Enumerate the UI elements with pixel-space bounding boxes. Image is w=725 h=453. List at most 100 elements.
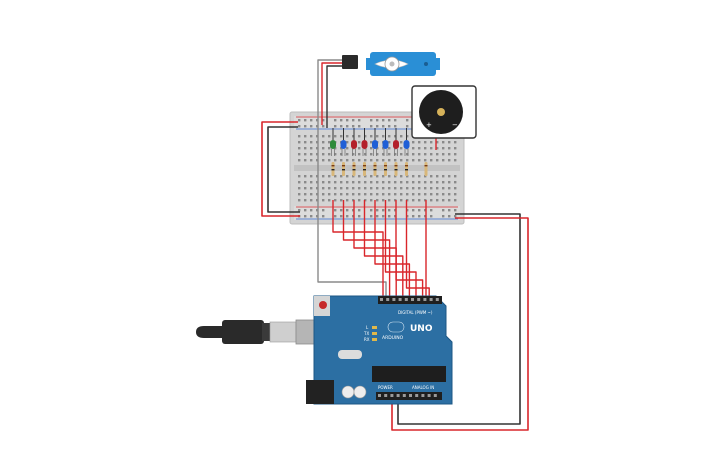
breadboard-hole bbox=[298, 119, 301, 122]
breadboard-hole bbox=[358, 125, 361, 128]
breadboard-hole bbox=[376, 209, 379, 212]
breadboard-hole bbox=[394, 215, 397, 218]
breadboard-hole bbox=[304, 153, 307, 156]
breadboard-hole bbox=[382, 175, 385, 178]
header-pin bbox=[390, 394, 394, 397]
breadboard-hole bbox=[340, 187, 343, 190]
breadboard-hole bbox=[430, 141, 433, 144]
breadboard-hole bbox=[364, 187, 367, 190]
breadboard-hole bbox=[400, 135, 403, 138]
breadboard-hole bbox=[442, 153, 445, 156]
breadboard-hole bbox=[418, 181, 421, 184]
breadboard-hole bbox=[388, 209, 391, 212]
breadboard-hole bbox=[382, 215, 385, 218]
breadboard-hole bbox=[322, 215, 325, 218]
breadboard-hole bbox=[340, 193, 343, 196]
breadboard-hole bbox=[370, 141, 373, 144]
breadboard-hole bbox=[346, 125, 349, 128]
breadboard-hole bbox=[352, 159, 355, 162]
breadboard-hole bbox=[364, 135, 367, 138]
breadboard-hole bbox=[454, 141, 457, 144]
breadboard-hole bbox=[370, 153, 373, 156]
breadboard-hole bbox=[382, 125, 385, 128]
breadboard-hole bbox=[418, 187, 421, 190]
breadboard-hole bbox=[304, 147, 307, 150]
breadboard-hole bbox=[418, 175, 421, 178]
breadboard-hole bbox=[334, 215, 337, 218]
arduino-uno-board[interactable]: L TX RX UNO ARDUINO DIGITAL (PWM ~) POWE… bbox=[306, 295, 453, 405]
breadboard-hole bbox=[382, 199, 385, 202]
breadboard-hole bbox=[406, 125, 409, 128]
led-array[interactable] bbox=[330, 128, 410, 156]
breadboard-hole bbox=[298, 141, 301, 144]
breadboard-hole bbox=[400, 187, 403, 190]
breadboard-hole bbox=[394, 119, 397, 122]
header-pin bbox=[396, 394, 400, 397]
breadboard-hole bbox=[448, 159, 451, 162]
reset-button[interactable] bbox=[319, 301, 327, 309]
breadboard-hole bbox=[442, 187, 445, 190]
breadboard-hole bbox=[352, 209, 355, 212]
breadboard-hole bbox=[346, 193, 349, 196]
header-pin bbox=[421, 394, 425, 397]
breadboard-hole bbox=[436, 181, 439, 184]
resistor-band bbox=[352, 165, 356, 167]
breadboard-hole bbox=[328, 187, 331, 190]
breadboard-hole bbox=[298, 135, 301, 138]
breadboard-hole bbox=[358, 193, 361, 196]
breadboard-hole bbox=[454, 199, 457, 202]
header-pin bbox=[429, 298, 433, 301]
breadboard-hole bbox=[328, 135, 331, 138]
header-pin bbox=[435, 298, 439, 301]
breadboard-hole bbox=[322, 199, 325, 202]
breadboard-hole bbox=[310, 215, 313, 218]
wire-led-to-pin bbox=[374, 200, 411, 300]
servo-motor[interactable] bbox=[342, 52, 440, 76]
header-pin bbox=[398, 298, 402, 301]
breadboard-hole bbox=[316, 135, 319, 138]
breadboard-hole bbox=[442, 199, 445, 202]
breadboard-hole bbox=[406, 175, 409, 178]
breadboard-hole bbox=[316, 141, 319, 144]
breadboard-hole bbox=[376, 159, 379, 162]
breadboard-hole bbox=[376, 147, 379, 150]
breadboard-hole bbox=[322, 153, 325, 156]
breadboard-hole bbox=[322, 141, 325, 144]
led bbox=[340, 140, 347, 149]
breadboard-hole bbox=[322, 119, 325, 122]
breadboard-hole bbox=[298, 199, 301, 202]
resistor-band bbox=[342, 169, 345, 171]
breadboard-hole bbox=[346, 215, 349, 218]
breadboard-hole bbox=[436, 187, 439, 190]
breadboard-hole bbox=[358, 159, 361, 162]
breadboard-hole bbox=[346, 141, 349, 144]
header-pin bbox=[423, 298, 427, 301]
breadboard-hole bbox=[340, 135, 343, 138]
arduino-label-rx: RX bbox=[364, 337, 370, 342]
breadboard-hole bbox=[388, 187, 391, 190]
breadboard-hole bbox=[448, 141, 451, 144]
breadboard-hole bbox=[412, 209, 415, 212]
breadboard-hole bbox=[334, 159, 337, 162]
breadboard-hole bbox=[304, 141, 307, 144]
breadboard-hole bbox=[370, 193, 373, 196]
breadboard-hole bbox=[370, 199, 373, 202]
breadboard-hole bbox=[364, 181, 367, 184]
wire-red-left bbox=[261, 121, 300, 217]
breadboard-hole bbox=[322, 135, 325, 138]
piezo-buzzer[interactable]: + − bbox=[411, 85, 477, 139]
breadboard-hole bbox=[316, 159, 319, 162]
breadboard-hole bbox=[442, 147, 445, 150]
breadboard-hole bbox=[394, 193, 397, 196]
breadboard-hole bbox=[334, 181, 337, 184]
breadboard-hole bbox=[358, 135, 361, 138]
breadboard-hole bbox=[298, 181, 301, 184]
breadboard-hole bbox=[328, 181, 331, 184]
breadboard-hole bbox=[310, 181, 313, 184]
resistor bbox=[424, 162, 428, 176]
breadboard-hole bbox=[442, 141, 445, 144]
breadboard-hole bbox=[412, 199, 415, 202]
resistor-band bbox=[394, 169, 398, 171]
breadboard-hole bbox=[316, 209, 319, 212]
